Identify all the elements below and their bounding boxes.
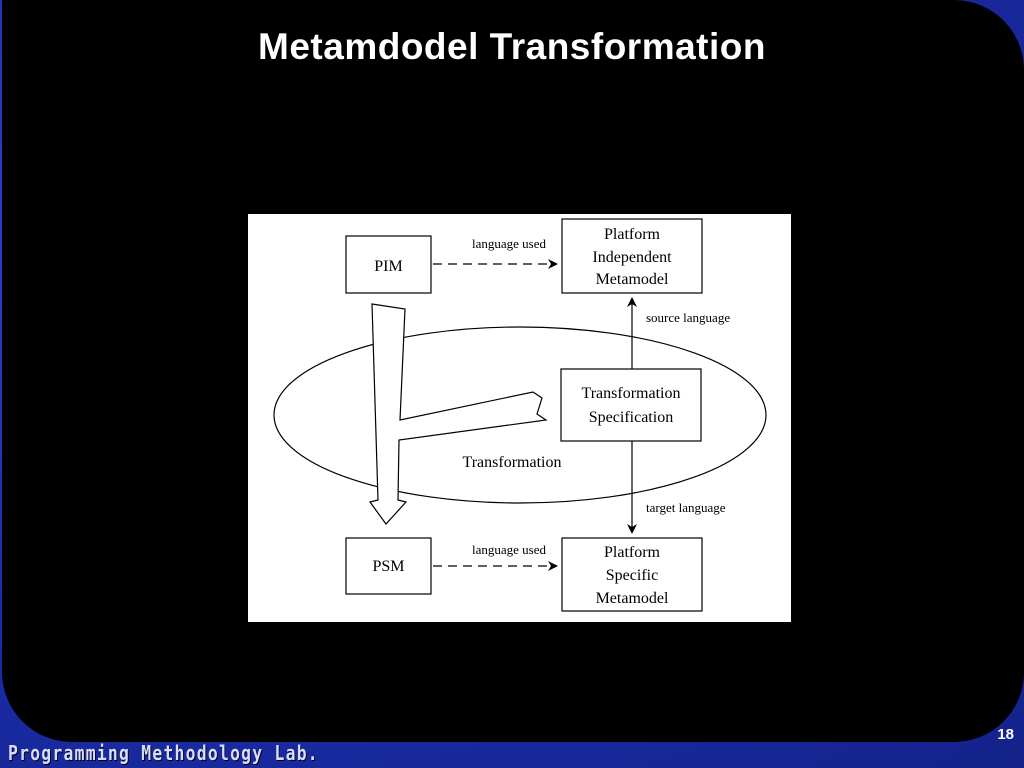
pim-metamodel-box [561, 218, 703, 294]
transformation-flow-arrow [368, 303, 548, 525]
psm-metamodel-line-3: Metamodel [596, 590, 669, 607]
diagram-canvas: PIM PSM Platform Independent Metamodel T… [273, 218, 767, 612]
pim-metamodel-line-2: Independent [592, 249, 672, 266]
slide-title: Metamdodel Transformation [258, 26, 766, 67]
source-language-label: source language [646, 310, 730, 325]
transformation-label: Transformation [463, 454, 562, 471]
transformation-diagram: PIM PSM Platform Independent Metamodel T… [248, 214, 791, 622]
pim-metamodel-line-1: Platform [604, 226, 661, 243]
spec-line-1: Transformation [582, 385, 681, 402]
psm-metamodel-line-2: Specific [606, 567, 658, 584]
spec-box [560, 368, 702, 442]
spec-line-2: Specification [589, 409, 673, 426]
psm-label: PSM [372, 558, 404, 575]
pim-metamodel-line-3: Metamodel [596, 271, 669, 288]
language-used-bottom-label: language used [472, 542, 547, 557]
psm-metamodel-box [561, 537, 703, 612]
target-language-label: target language [646, 500, 726, 515]
pim-box [345, 235, 432, 294]
transformation-ellipse [273, 326, 767, 504]
page-number: 18 [997, 726, 1014, 743]
language-used-top-label: language used [472, 236, 547, 251]
pim-label: PIM [374, 258, 402, 275]
psm-metamodel-line-1: Platform [604, 544, 661, 561]
psm-box [345, 537, 432, 595]
footer-lab-name: Programming Methodology Lab. [8, 741, 319, 765]
